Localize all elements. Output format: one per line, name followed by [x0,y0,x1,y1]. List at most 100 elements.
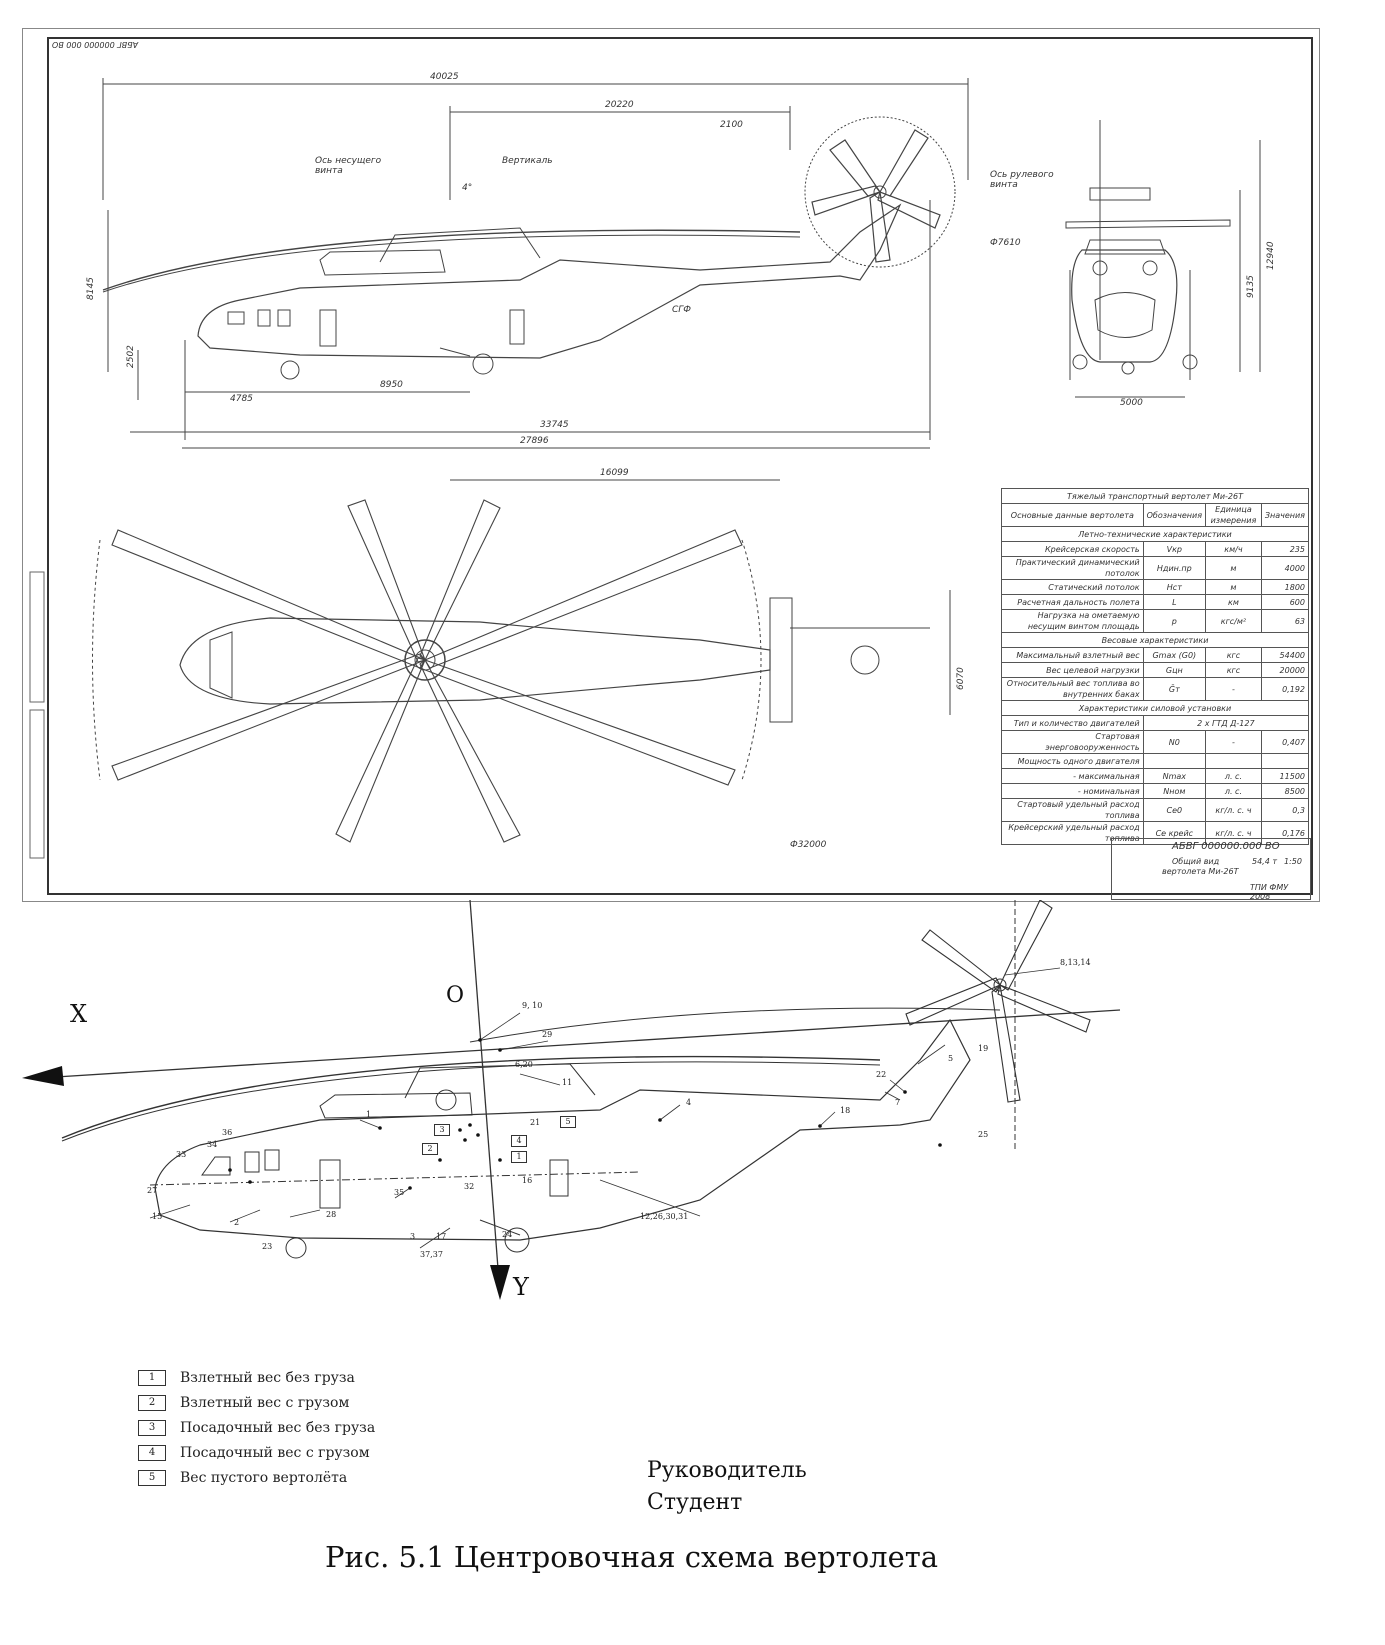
dim-33745: 33745 [540,420,569,430]
spec-cell: Практический динамический потолок [1001,556,1144,580]
cg-point-label: 2 [234,1218,240,1227]
dim-12940: 12940 [1266,241,1276,270]
legend-label: Вес пустого вертолёта [180,1470,348,1486]
legend-label: Взлетный вес с грузом [180,1395,350,1411]
legend-box: 1 [138,1370,166,1386]
spec-cell: Расчетная дальность полета [1001,594,1144,610]
spec-cell: 4000 [1260,556,1310,580]
spec-section: Летно-технические характеристики [1001,526,1309,542]
helicopter-drawing [29,78,1261,859]
spec-cell: Vкр [1142,541,1207,557]
cg-point-label: 33 [176,1150,187,1159]
note-tail-rotor-axis: Ось рулевого винта [990,170,1054,190]
cg-box-label: 5 [560,1116,576,1128]
axis-x-label: X [70,1000,88,1028]
spec-cell: кгс [1205,662,1262,678]
cg-point-label: 6,20 [515,1060,533,1069]
title-scale: 1:50 [1284,857,1302,866]
legend-label: Посадочный вес с грузом [180,1445,370,1461]
spec-cell: кгс [1205,647,1262,663]
title-name2: вертолета Ми-26Т [1162,867,1239,876]
note-rotor-axis: Ось несущего винта [315,156,382,176]
spec-cell: Ḡт [1142,677,1207,701]
dim-2502: 2502 [126,345,136,368]
supervisor-label: Руководитель [647,1458,807,1483]
spec-cell: Gmax (G0) [1142,647,1207,663]
spec-section: Характеристики силовой установки [1001,700,1309,716]
legend-item: 5 Вес пустого вертолёта [138,1470,347,1486]
dim-27896: 27896 [520,436,549,446]
cg-box-label: 4 [511,1135,527,1147]
spec-cell: Максимальный взлетный вес [1001,647,1144,663]
dim-16099: 16099 [600,468,629,478]
drawing-sheet [22,28,1320,902]
spec-cell: м [1205,556,1262,580]
cg-point-label: 1 [366,1110,372,1119]
spec-cell: N0 [1142,730,1207,754]
cg-point-label: 27 [147,1186,158,1195]
spec-cell: л. с. [1205,783,1262,799]
spec-cell: 0,176 [1260,821,1310,845]
cg-point-label: 9, 10 [522,1001,543,1010]
spec-cell: 0,192 [1260,677,1310,701]
spec-cell: Вес целевой нагрузки [1001,662,1144,678]
dim-8145: 8145 [86,277,96,300]
dim-8950: 8950 [380,380,403,390]
student-label: Студент [647,1490,743,1515]
spec-cell: Hдин.пр [1142,556,1207,580]
spec-cell: 600 [1260,594,1310,610]
cg-point-label: 21 [530,1118,541,1127]
legend-label: Взлетный вес без груза [180,1370,355,1386]
spec-header: Основные данные вертолета [1001,503,1144,527]
cg-point-label: 37,37 [420,1250,443,1259]
dim-32000: Ф32000 [790,840,827,850]
spec-cell: Стартовая энерговооруженность [1001,730,1144,754]
note-angle: 4° [462,183,473,193]
dim-40025: 40025 [430,72,459,82]
spec-cell: 20000 [1260,662,1310,678]
spec-cell: L [1142,594,1207,610]
cg-point-label: 7 [895,1098,901,1107]
title-mass: 54,4 т [1252,857,1278,866]
cg-point-label: 3 [410,1232,416,1241]
cg-point-label: 16 [522,1176,533,1185]
cg-point-label: 8,13,14 [1060,958,1091,967]
spec-cell: Nном [1142,783,1207,799]
spec-header: Единица измерения [1205,503,1262,527]
cg-point-label: 17 [436,1232,447,1241]
note-cgf: СГФ [672,305,692,315]
spec-cell: Мощность одного двигателя [1001,753,1144,769]
dim-20220: 20220 [605,100,634,110]
title-code: АБВГ 000000.000 ВО [1172,841,1280,852]
spec-cell: 0,3 [1260,798,1310,822]
spec-cell: Нагрузка на ометаемую несущим винтом пло… [1001,609,1144,633]
spec-cell: 1800 [1260,579,1310,595]
spec-cell: Относительный вес топлива во внутренних … [1001,677,1144,701]
spec-cell: Nmax [1142,768,1207,784]
axis-y-label: Y [513,1273,529,1301]
cg-point-label: 23 [262,1242,273,1251]
spec-cell: 63 [1260,609,1310,633]
cg-point-label: 29 [542,1030,553,1039]
dim-9135: 9135 [1246,275,1256,298]
legend-item: 2 Взлетный вес с грузом [138,1395,349,1411]
cg-point-label: 19 [978,1044,989,1053]
title-org: ТПИ ФМУ 2008 [1250,883,1289,901]
legend-box: 5 [138,1470,166,1486]
legend-box: 2 [138,1395,166,1411]
spec-cell: м [1205,579,1262,595]
cg-box-label: 3 [434,1124,450,1136]
spec-cell: Тип и количество двигателей [1001,715,1144,731]
spec-cell: 0,407 [1260,730,1310,754]
dim-7610: Ф7610 [990,238,1021,248]
cg-point-label: 32 [464,1182,475,1191]
legend-box: 3 [138,1420,166,1436]
spec-cell: Стартовый удельный расход топлива [1001,798,1144,822]
spec-cell: Hст [1142,579,1207,595]
spec-cell: - номинальная [1001,783,1144,799]
spec-cell: 235 [1260,541,1310,557]
legend-label: Посадочный вес без груза [180,1420,376,1436]
spec-cell: км/ч [1205,541,1262,557]
spec-cell: км [1205,594,1262,610]
cg-point-label: 25 [978,1130,989,1139]
